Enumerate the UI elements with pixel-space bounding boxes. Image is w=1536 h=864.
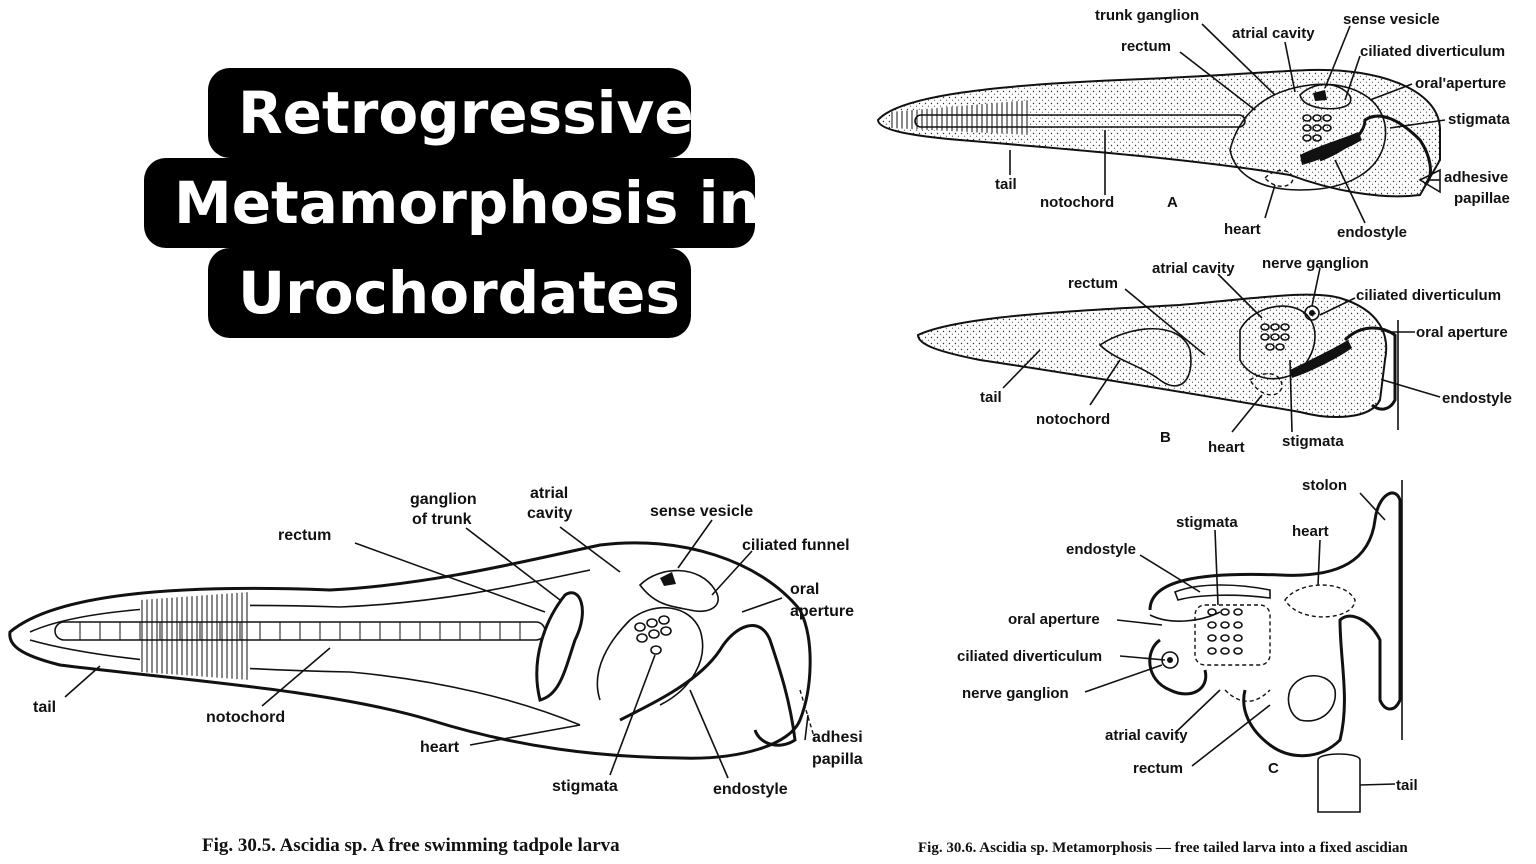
b-label-rectum: rectum [1068,275,1118,292]
c-label-stigmata: stigmata [1176,514,1238,531]
a-label-adhesive-papillae: adhesive [1444,169,1508,186]
a-label-atrial-cavity: atrial cavity [1232,25,1315,42]
fig-30-6-a [876,68,1441,198]
fig-30-6-b-labels: atrial cavity nerve ganglion rectum cili… [980,255,1512,456]
fig-30-6-b-leaders [1002,267,1441,433]
fig-30-6-c [1148,480,1403,813]
b-label-endostyle: endostyle [1442,390,1512,407]
fig-30-6-a-leaders [1009,23,1446,224]
label-notochord: notochord [206,709,285,726]
larva-body-outline [8,541,812,760]
a-label-sense-vesicle: sense vesicle [1343,11,1440,28]
label-ganglion-of-trunk: ganglion [410,491,477,508]
label-ciliated-funnel: ciliated funnel [742,537,850,554]
b-label-atrial-cavity: atrial cavity [1152,260,1235,277]
fig-30-6-c-leaders [1084,492,1396,786]
b-letter: B [1160,429,1171,446]
a-label-stigmata: stigmata [1448,111,1510,128]
c-letter: C [1268,760,1279,777]
label-atrial-cavity-2: cavity [527,505,572,522]
a-label-rectum: rectum [1121,38,1171,55]
label-ganglion-of-trunk-2: of trunk [412,511,472,528]
c-label-endostyle: endostyle [1066,541,1136,558]
fig-30-6-a-labels: trunk ganglion atrial cavity sense vesic… [995,7,1510,241]
a-label-oral-aperture: oral'aperture [1415,75,1506,92]
label-adhesive-papilla-2: papilla [812,751,863,768]
a-label-ciliated-diverticulum: ciliated diverticulum [1360,43,1505,60]
a-label-adhesive-papillae-2: papillae [1454,190,1510,207]
b-label-stigmata: stigmata [1282,433,1344,450]
caption-fig-30-5: Fig. 30.5. Ascidia sp. A free swimming t… [202,835,620,856]
label-tail: tail [33,699,56,716]
label-oral-aperture-2: aperture [790,603,854,620]
fig-30-5-leaders [64,519,809,779]
c-label-heart: heart [1292,523,1329,540]
a-label-notochord: notochord [1040,194,1114,211]
label-sense-vesicle: sense vesicle [650,503,753,520]
label-rectum: rectum [278,527,331,544]
a-label-endostyle: endostyle [1337,224,1407,241]
b-label-tail: tail [980,389,1002,406]
a-label-trunk-ganglion: trunk ganglion [1095,7,1199,24]
c-label-tail: tail [1396,777,1418,794]
a-letter: A [1167,194,1178,211]
c-label-oral-aperture: oral aperture [1008,611,1100,628]
a-label-tail: tail [995,176,1017,193]
label-endostyle: endostyle [713,781,788,798]
b-label-notochord: notochord [1036,411,1110,428]
label-oral-aperture: oral [790,581,819,598]
fig-30-6-b [916,293,1399,430]
c-label-stolon: stolon [1302,477,1347,494]
label-heart: heart [420,739,460,756]
c-label-rectum: rectum [1133,760,1183,777]
fig-30-5-larva [8,541,816,760]
c-label-ciliated-diverticulum: ciliated diverticulum [957,648,1102,665]
c-label-atrial-cavity: atrial cavity [1105,727,1188,744]
label-stigmata: stigmata [552,778,618,795]
b-label-nerve-ganglion: nerve ganglion [1262,255,1369,272]
b-label-ciliated-diverticulum: ciliated diverticulum [1356,287,1501,304]
fig-30-5-labels: ganglion of trunk atrial cavity sense ve… [33,485,863,856]
b-label-heart: heart [1208,439,1245,456]
larva-tail-hatch [140,592,250,680]
fig-30-6-c-labels: stolon stigmata heart endostyle oral ape… [957,477,1418,794]
b-label-oral-aperture: oral aperture [1416,324,1508,341]
label-adhesive-papilla: adhesi [812,729,863,746]
label-atrial-cavity: atrial [530,485,568,502]
c-label-nerve-ganglion: nerve ganglion [962,685,1069,702]
a-label-heart: heart [1224,221,1261,238]
caption-fig-30-6: Fig. 30.6. Ascidia sp. Metamorphosis — f… [918,840,1408,856]
